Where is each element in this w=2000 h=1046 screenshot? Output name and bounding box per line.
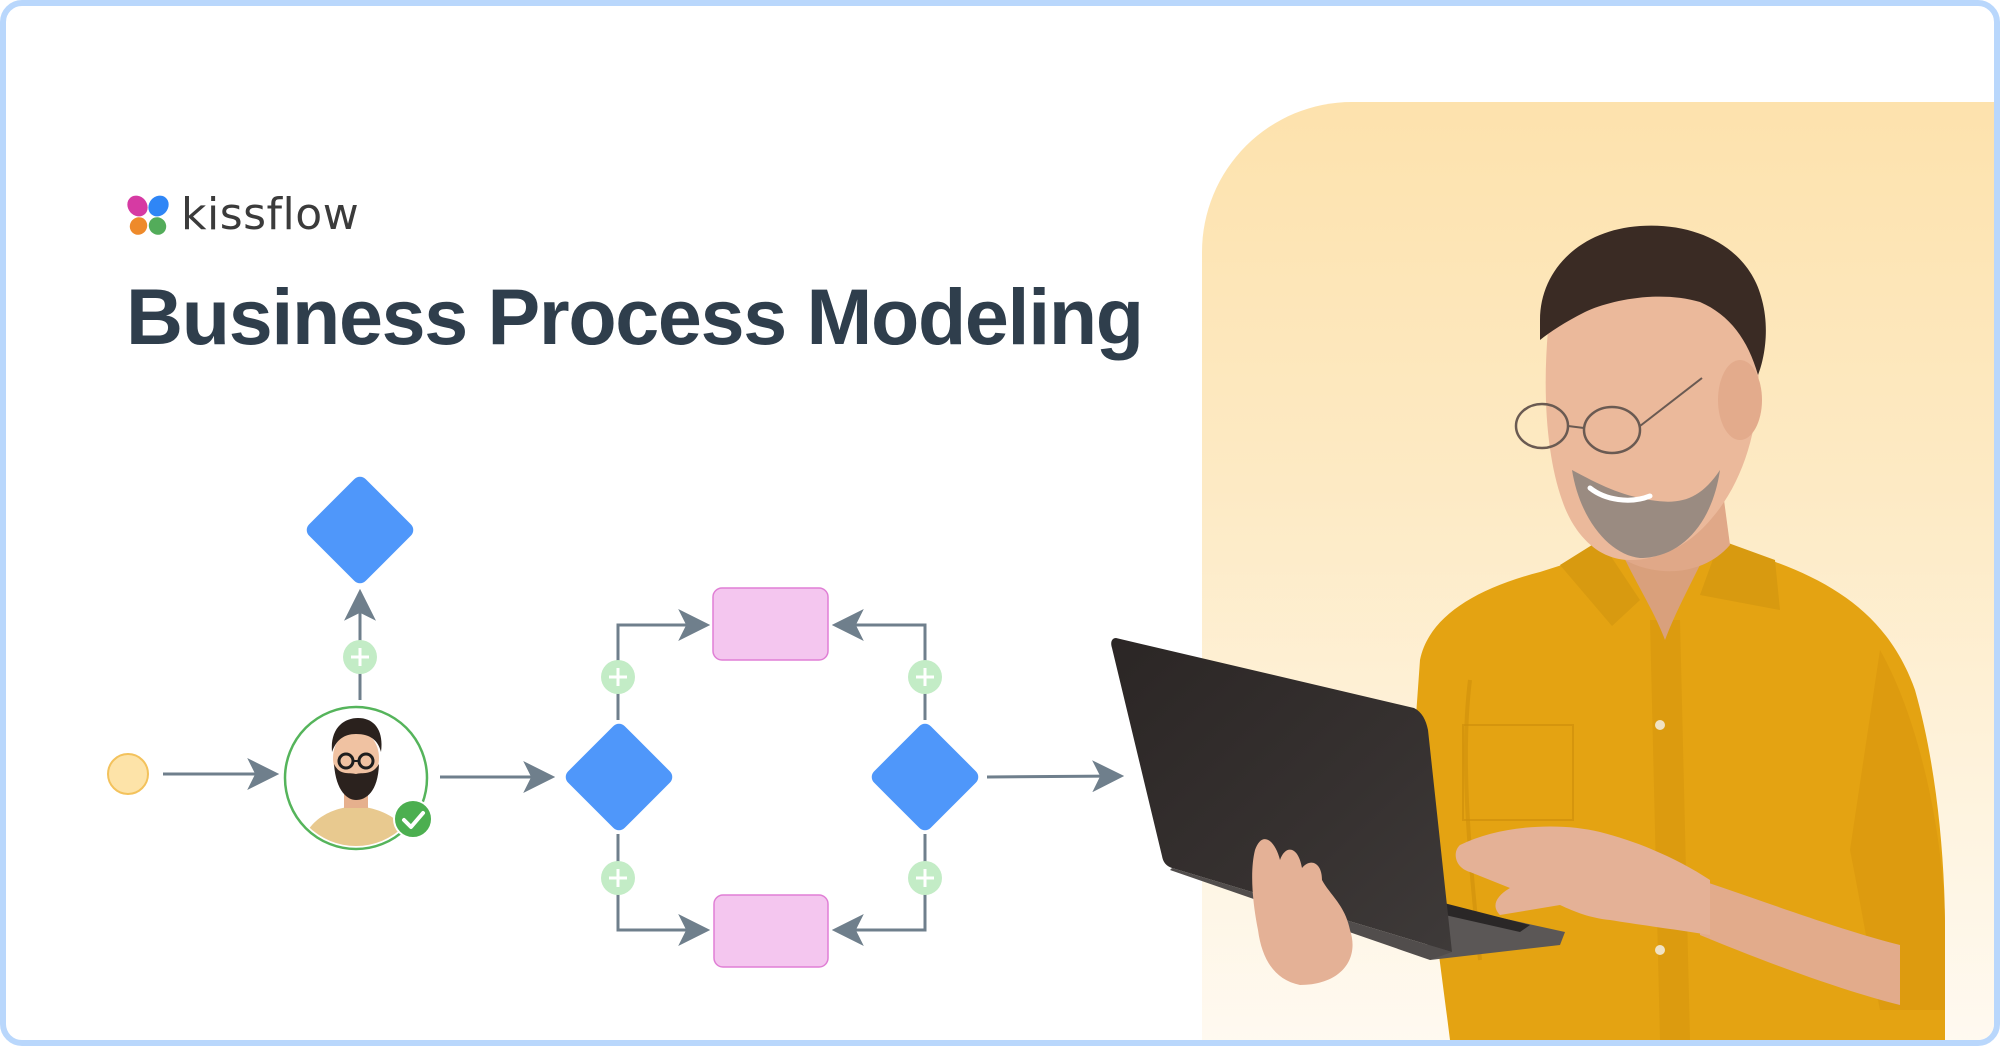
process-diagram — [107, 225, 1945, 1040]
hair — [1540, 225, 1766, 375]
add-step-plus-icon[interactable] — [343, 640, 377, 674]
add-step-plus-icon[interactable] — [908, 861, 942, 895]
add-step-plus-icon[interactable] — [601, 861, 635, 895]
add-step-plus-icon[interactable] — [601, 660, 635, 694]
laptop-icon — [1111, 638, 1565, 960]
task-lower-box[interactable] — [713, 894, 829, 968]
split-gateway-diamond-icon[interactable] — [562, 720, 675, 833]
kissflow-logo[interactable]: kissflow — [123, 189, 360, 240]
add-step-badges — [343, 640, 942, 895]
decision-top-diamond-icon[interactable] — [303, 473, 416, 586]
approver-node[interactable] — [283, 705, 433, 860]
start-event-circle[interactable] — [107, 753, 149, 795]
avatar — [298, 718, 418, 846]
page-title: Business Process Modeling — [126, 272, 1144, 361]
add-step-plus-icon[interactable] — [908, 660, 942, 694]
hero-person-illustration — [1415, 225, 1945, 1040]
task-upper-box[interactable] — [712, 587, 829, 661]
brand-name: kissflow — [181, 189, 360, 240]
edge-merge-out — [986, 760, 1125, 793]
merge-gateway-diamond-icon[interactable] — [868, 720, 981, 833]
hands — [1252, 826, 1710, 985]
approved-check-icon — [393, 799, 433, 839]
